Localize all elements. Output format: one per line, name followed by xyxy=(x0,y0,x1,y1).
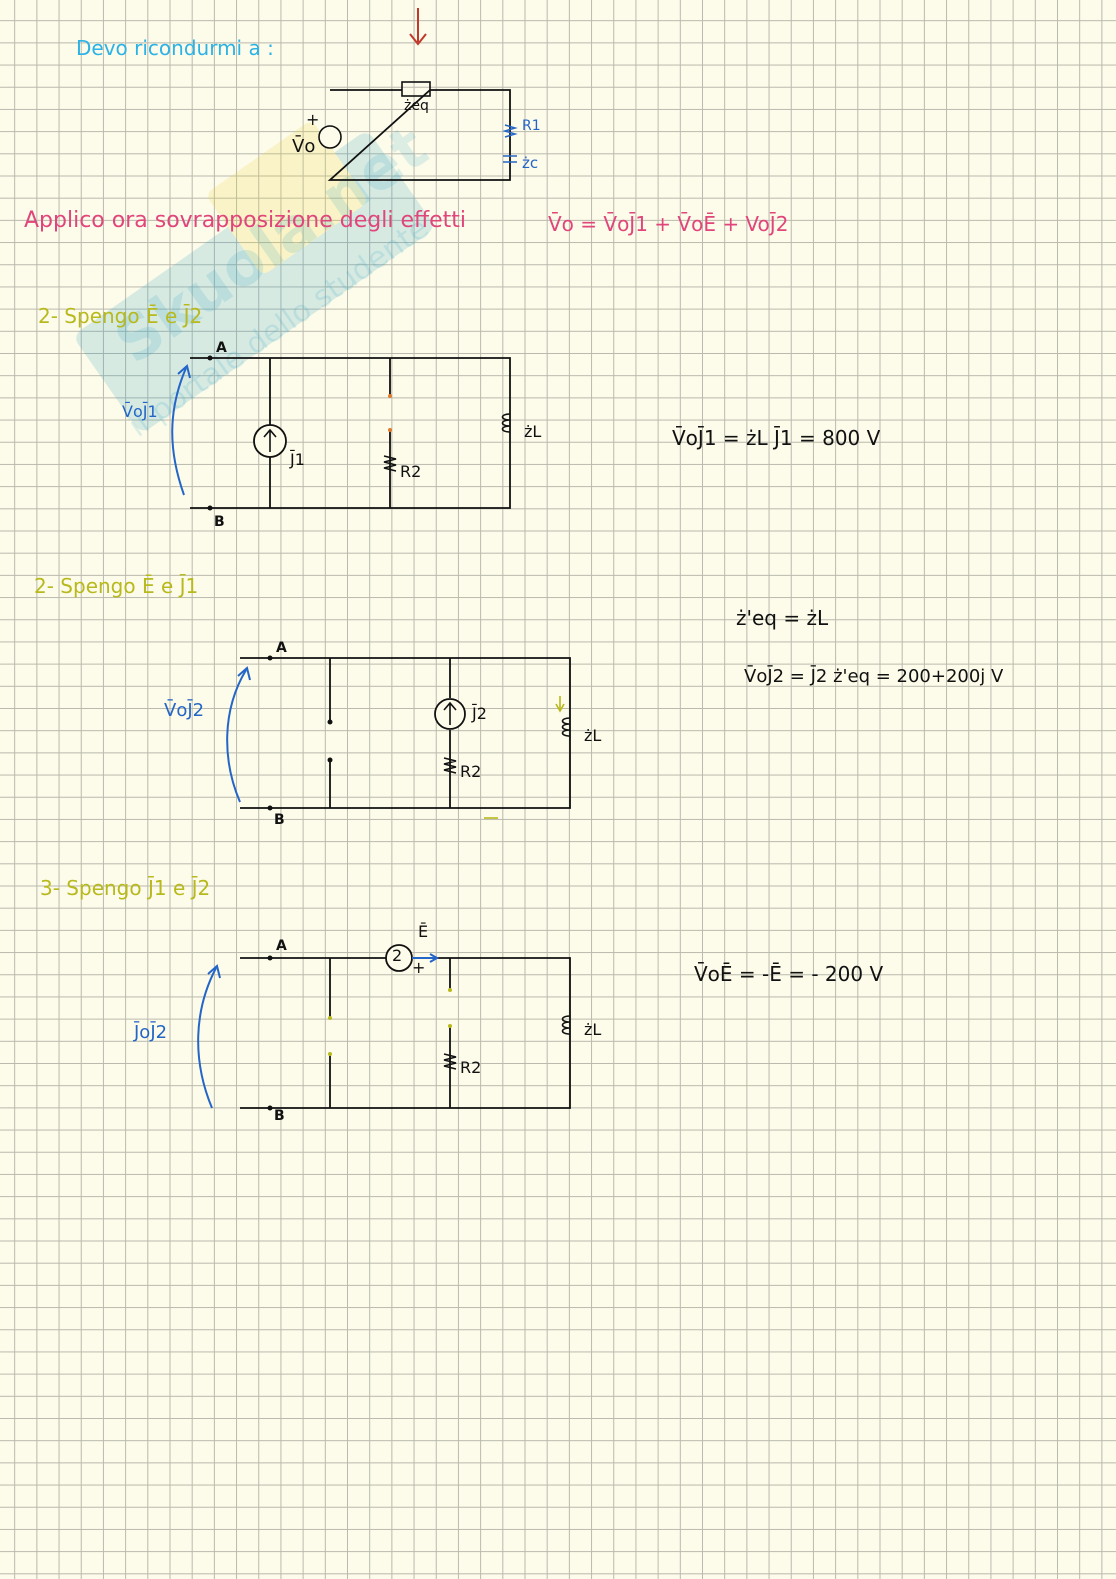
equivalent-circuit xyxy=(318,8,518,181)
step1-vo-label: V̄oJ̄1 xyxy=(122,402,158,421)
step3-source-label: Ē xyxy=(418,922,429,941)
step3-inductor-label: żL xyxy=(584,1020,602,1039)
step3-circuit xyxy=(197,944,571,1111)
eq-source-label: V̄o xyxy=(292,136,316,157)
superposition-equation: V̄o = V̄oJ̄1 + V̄oĒ + VoJ̄2 xyxy=(548,212,789,236)
step1-source-label: J̄1 xyxy=(290,450,305,469)
eq-zc-label: żc xyxy=(522,154,539,172)
step2-circuit xyxy=(226,655,571,819)
step1-equation: V̄oJ̄1 = żL J̄1 = 800 V xyxy=(672,426,881,450)
step1-node-b: B xyxy=(214,514,225,530)
step3-source-glyph: 2 xyxy=(392,946,403,965)
step2-node-b: B xyxy=(274,812,285,828)
step2-title: 2- Spengo Ē e J̄1 xyxy=(34,574,199,598)
eq-zeq-label: żeq xyxy=(404,98,429,114)
step2-inductor-label: żL xyxy=(584,726,602,745)
step1-resistor-label: R2 xyxy=(400,462,422,481)
step1-inductor-label: żL xyxy=(524,422,542,441)
step3-vo-label: J̄oJ̄2 xyxy=(134,1022,168,1043)
step3-node-a: A xyxy=(276,938,287,954)
step2-node-a: A xyxy=(276,640,287,656)
step2-source-label: J̄2 xyxy=(472,704,487,723)
eq-r1-label: R1 xyxy=(522,118,541,134)
step1-circuit xyxy=(171,355,511,511)
step2-eq2: V̄oJ̄2 = J̄2 ż'eq = 200+200j V xyxy=(744,666,1004,687)
step3-node-b: B xyxy=(274,1108,285,1124)
step3-equation: V̄oĒ = -Ē = - 200 V xyxy=(694,962,884,986)
step2-eq1: ż'eq = żL xyxy=(736,606,829,630)
intro-text: Devo ricondurmi a : xyxy=(76,36,274,60)
step3-title: 3- Spengo J̄1 e J̄2 xyxy=(40,876,211,900)
step3-source-plus: + xyxy=(412,958,426,977)
superposition-text: Applico ora sovrapposizione degli effett… xyxy=(24,208,467,233)
step2-resistor-label: R2 xyxy=(460,762,482,781)
step3-resistor-label: R2 xyxy=(460,1058,482,1077)
step1-title: 2- Spengo Ē e J̄2 xyxy=(38,304,203,328)
step2-vo-label: V̄oJ̄2 xyxy=(164,700,205,721)
eq-source-plus: + xyxy=(306,110,320,129)
step1-node-a: A xyxy=(216,340,227,356)
